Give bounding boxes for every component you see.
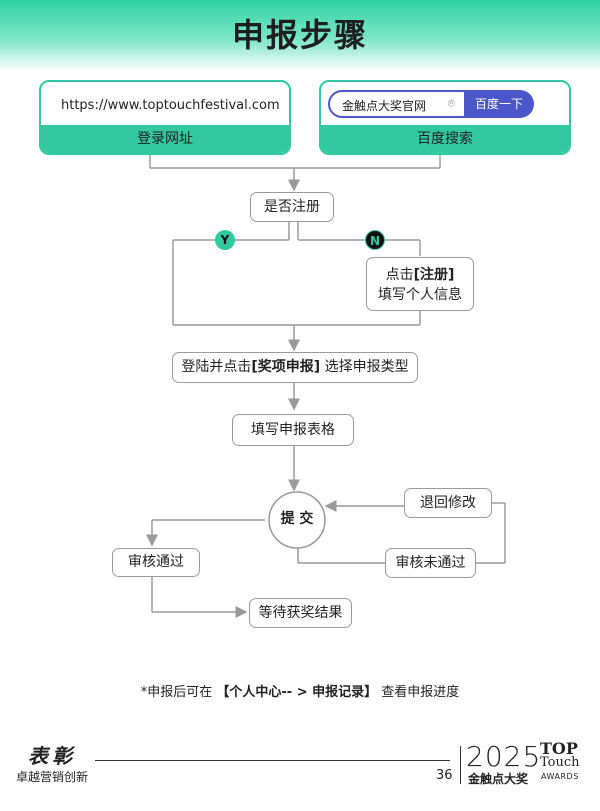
fill-form-box: 填写申报表格 <box>232 414 354 446</box>
await-result-box: 等待获奖结果 <box>249 598 352 628</box>
return-edit-box: 退回修改 <box>404 488 492 518</box>
page-number: 36 <box>436 768 453 783</box>
top-touch-logo: TOP Touch <box>540 739 580 770</box>
top-touch-line1: TOP <box>540 739 578 758</box>
register-question-box: 是否注册 <box>250 192 334 222</box>
award-year: 2025 <box>466 740 542 773</box>
search-input: 金触点大奖官网 ⌾ 百度一下 <box>328 90 534 118</box>
search-button: 百度一下 <box>464 90 534 118</box>
progress-note: *申报后可在 【个人中心-- > 申报记录】 查看申报进度 <box>140 685 460 700</box>
baidu-search-label: 百度搜索 <box>321 125 569 153</box>
login-select-box: 登陆并点击[奖项申报] 选择申报类型 <box>172 352 418 383</box>
baidu-search-card: 金触点大奖官网 ⌾ 百度一下 百度搜索 <box>319 80 571 155</box>
register-step-line1: 点击[注册] <box>385 267 455 283</box>
login-url-label: 登录网址 <box>41 125 289 153</box>
not-passed-box: 审核未通过 <box>385 548 476 578</box>
footer-divider <box>95 760 450 761</box>
award-brand: 金触点大奖 <box>468 772 529 786</box>
submit-node: 提 交 <box>280 511 314 527</box>
top-touch-line2: Touch <box>540 755 580 770</box>
search-query: 金触点大奖官网 <box>342 99 427 113</box>
no-badge: N <box>365 230 385 250</box>
register-step-line2: 填写个人信息 <box>378 287 462 303</box>
passed-box: 审核通过 <box>112 548 200 577</box>
yes-badge: Y <box>215 230 235 250</box>
site-url: https://www.toptouchfestival.com <box>61 98 280 113</box>
footer-slogan: 卓越营销创新 <box>16 770 89 784</box>
footer-vertical-divider <box>460 746 461 784</box>
awards-label: AWARDS <box>541 772 579 781</box>
register-step-box: 点击[注册] 填写个人信息 <box>366 257 474 311</box>
header-band <box>0 0 600 72</box>
page-title: 申报步骤 <box>231 16 368 54</box>
camera-icon: ⌾ <box>448 97 455 110</box>
login-url-card: https://www.toptouchfestival.com 登录网址 <box>39 80 291 155</box>
footer-logo: 表彰 <box>28 744 76 768</box>
